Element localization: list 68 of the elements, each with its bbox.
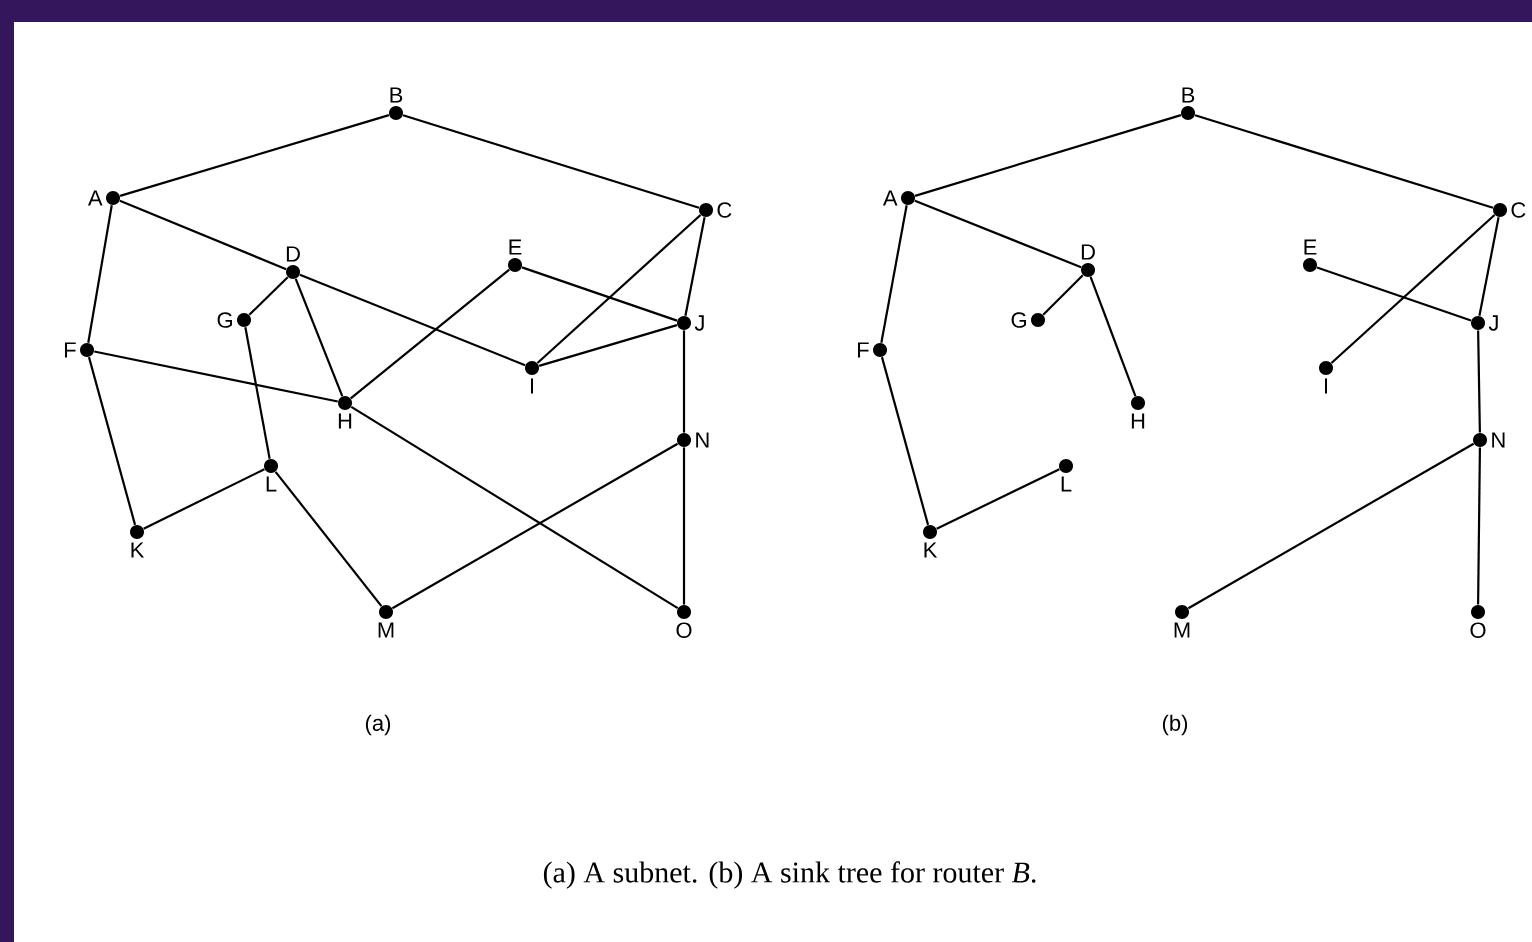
link-line bbox=[538, 324, 678, 367]
node-label: F bbox=[857, 342, 869, 358]
node-label: J bbox=[694, 315, 704, 331]
node-label: K bbox=[924, 542, 938, 558]
link-line bbox=[1477, 447, 1481, 605]
link-line bbox=[684, 217, 706, 316]
node-label: I bbox=[530, 378, 534, 394]
link-line bbox=[1194, 114, 1494, 209]
link-line bbox=[880, 356, 930, 526]
link-line bbox=[350, 268, 510, 400]
node-label: H bbox=[1131, 413, 1145, 429]
node-label: L bbox=[266, 476, 277, 492]
link-line bbox=[682, 447, 686, 605]
node-label: G bbox=[1011, 312, 1026, 328]
link-line bbox=[402, 114, 700, 209]
node-label: C bbox=[1511, 202, 1526, 218]
link-line bbox=[914, 199, 1082, 269]
link-line bbox=[880, 205, 908, 343]
node-label: H bbox=[338, 413, 352, 429]
node-label: D bbox=[1081, 244, 1095, 260]
link-line bbox=[119, 199, 287, 271]
node-label: I bbox=[1324, 378, 1328, 394]
panel-label: (b) bbox=[1162, 714, 1188, 736]
link-line bbox=[87, 205, 113, 343]
link-line bbox=[1042, 274, 1084, 316]
link-line bbox=[1330, 214, 1496, 364]
node-label: G bbox=[217, 312, 232, 328]
link-line bbox=[244, 327, 271, 459]
node-label: A bbox=[882, 190, 898, 206]
link-line bbox=[119, 114, 390, 197]
link-line bbox=[936, 468, 1060, 530]
link-line bbox=[294, 278, 344, 397]
link-line bbox=[521, 266, 678, 322]
node-label: E bbox=[1304, 239, 1317, 255]
link-line bbox=[1187, 442, 1475, 610]
node-label: O bbox=[1470, 622, 1486, 638]
node-label: M bbox=[378, 622, 394, 638]
node-label: E bbox=[509, 239, 522, 255]
link-line bbox=[248, 276, 289, 316]
link-line bbox=[274, 471, 383, 607]
node-label: B bbox=[390, 87, 403, 103]
link-line bbox=[350, 405, 679, 610]
node-label: N bbox=[1492, 432, 1505, 448]
node-label: B bbox=[1182, 87, 1195, 103]
link-line bbox=[1477, 330, 1481, 433]
link-line bbox=[1316, 266, 1472, 322]
link-line bbox=[94, 350, 338, 403]
node-label: M bbox=[1174, 622, 1190, 638]
link-line bbox=[1089, 276, 1137, 397]
caption: (a) A subnet. (b) A sink tree for router B. bbox=[543, 861, 1036, 889]
link-line bbox=[299, 273, 526, 367]
node-label: N bbox=[696, 432, 709, 448]
link-line bbox=[87, 356, 137, 526]
node-label: O bbox=[676, 622, 692, 638]
node-label: J bbox=[1488, 315, 1498, 331]
link-line bbox=[1478, 217, 1500, 316]
link-line bbox=[143, 468, 265, 530]
panel-label: (a) bbox=[365, 714, 391, 736]
link-line bbox=[391, 442, 679, 610]
link-line bbox=[914, 114, 1182, 197]
node-label: K bbox=[131, 542, 145, 558]
node-label: D bbox=[286, 246, 300, 262]
link-line bbox=[682, 330, 686, 433]
node-label: F bbox=[64, 342, 76, 358]
link-line bbox=[536, 214, 702, 364]
node-label: A bbox=[87, 190, 103, 206]
node-label: C bbox=[717, 202, 732, 218]
node-label: L bbox=[1061, 476, 1072, 492]
